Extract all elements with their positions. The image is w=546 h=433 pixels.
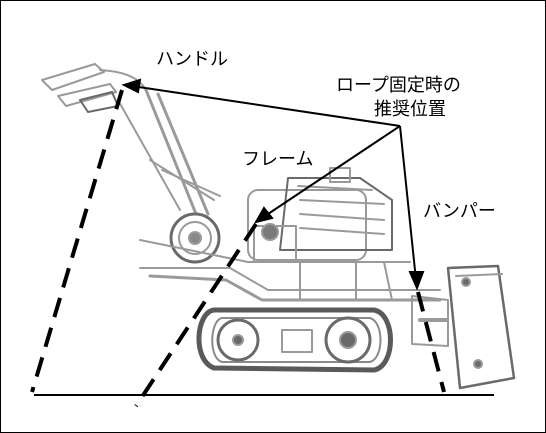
handle-grip-left [41, 63, 105, 91]
arrow-to-frame [261, 125, 401, 219]
label-handle: ハンドル [156, 49, 228, 70]
arrow-to-bumper [399, 125, 417, 281]
arrowhead-bumper [408, 271, 425, 291]
label-rope-position-line2: 推奨位置 [374, 99, 446, 120]
arrowhead-handle [121, 78, 142, 94]
label-frame: フレーム [242, 149, 314, 170]
rope-lines [30, 89, 446, 408]
pointer-arrows [121, 78, 425, 291]
rope-line-bumper [416, 291, 446, 393]
label-bumper: バンパー [423, 201, 496, 222]
rope-line-handle [30, 89, 124, 393]
machine-illustration [41, 63, 516, 390]
arrow-to-handle [131, 85, 401, 127]
handle-grip-right [57, 83, 117, 107]
arrowhead-frame [253, 206, 274, 224]
rope-line-frame [134, 222, 258, 408]
label-rope-position-line1: ロープ固定時の [336, 75, 461, 96]
